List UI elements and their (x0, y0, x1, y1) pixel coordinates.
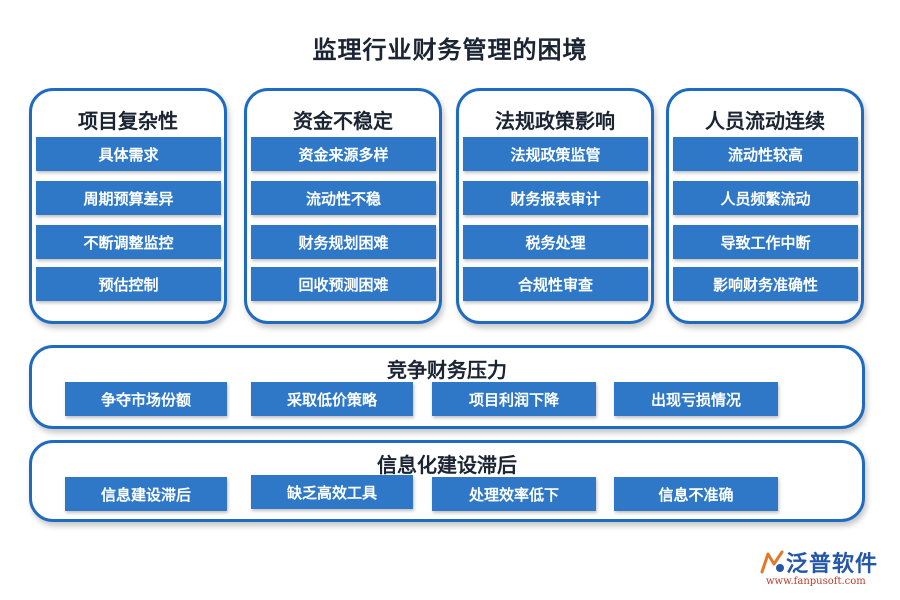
brand-logo: 泛普软件 www.fanpusoft.com (758, 546, 888, 590)
item-chip: 预估控制 (36, 267, 221, 301)
item-chip: 采取低价策略 (251, 382, 413, 416)
panel-regulation-impact: 法规政策影响 法规政策监管 财务报表审计 税务处理 合规性审查 (456, 88, 654, 324)
item-chip: 信息建设滞后 (65, 477, 227, 511)
panel-staff-turnover: 人员流动连续 流动性较高 人员频繁流动 导致工作中断 影响财务准确性 (666, 88, 864, 324)
panel-heading: 法规政策影响 (495, 109, 615, 133)
item-chip: 人员频繁流动 (673, 181, 858, 215)
item-chip: 财务规划困难 (251, 225, 436, 259)
panel-competition-pressure: 竞争财务压力 争夺市场份额 采取低价策略 项目利润下降 出现亏损情况 (29, 345, 865, 429)
item-chip: 不断调整监控 (36, 225, 221, 259)
item-chip: 具体需求 (36, 137, 221, 171)
item-chip: 出现亏损情况 (614, 382, 778, 416)
diagram-title: 监理行业财务管理的困境 (312, 36, 588, 64)
item-chip: 流动性较高 (673, 137, 858, 171)
item-chip: 资金来源多样 (251, 137, 436, 171)
panel-it-lag: 信息化建设滞后 信息建设滞后 缺乏高效工具 处理效率低下 信息不准确 (29, 440, 865, 522)
logo-name: 泛普软件 (786, 552, 879, 577)
item-chip: 处理效率低下 (432, 477, 596, 511)
item-chip: 导致工作中断 (673, 225, 858, 259)
item-chip: 缺乏高效工具 (251, 475, 413, 509)
panel-heading: 项目复杂性 (78, 109, 178, 133)
item-chip: 争夺市场份额 (65, 382, 227, 416)
item-chip: 周期预算差异 (36, 181, 221, 215)
item-chip: 合规性审查 (463, 267, 648, 301)
logo-url: www.fanpusoft.com (766, 576, 866, 587)
item-chip: 信息不准确 (614, 477, 778, 511)
item-chip: 税务处理 (463, 225, 648, 259)
item-chip: 财务报表审计 (463, 181, 648, 215)
item-chip: 回收预测困难 (251, 267, 436, 301)
item-chip: 项目利润下降 (432, 382, 596, 416)
panel-heading: 信息化建设滞后 (377, 453, 517, 477)
item-chip: 流动性不稳 (251, 181, 436, 215)
item-chip: 法规政策监管 (463, 137, 648, 171)
item-chip: 影响财务准确性 (673, 267, 858, 301)
panel-funding-instability: 资金不稳定 资金来源多样 流动性不稳 财务规划困难 回收预测困难 (244, 88, 442, 324)
panel-heading: 资金不稳定 (293, 109, 393, 133)
panel-heading: 人员流动连续 (705, 109, 825, 133)
panel-project-complexity: 项目复杂性 具体需求 周期预算差异 不断调整监控 预估控制 (29, 88, 227, 324)
logo-mark-icon (760, 550, 784, 574)
panel-heading: 竞争财务压力 (387, 358, 507, 382)
